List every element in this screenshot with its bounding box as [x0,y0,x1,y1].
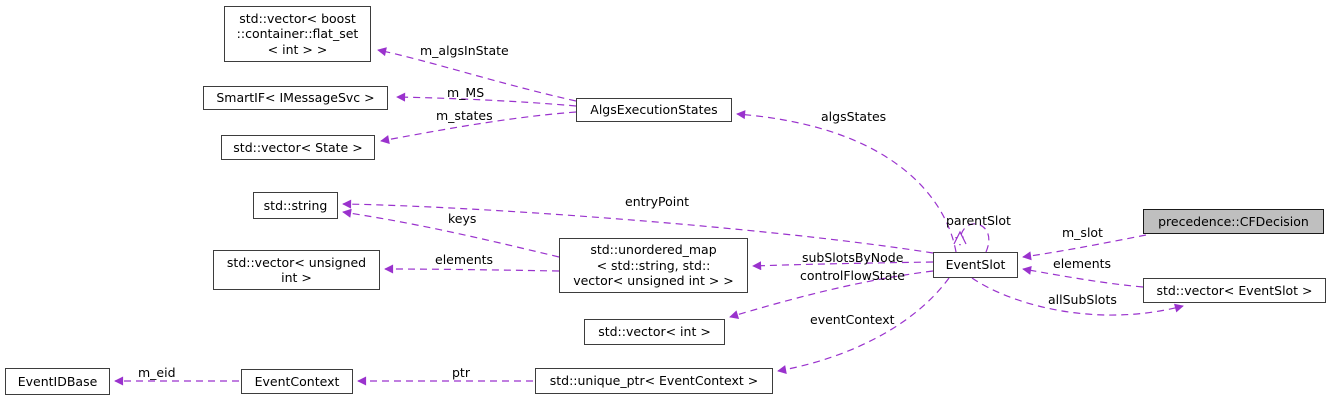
node-std-unique-ptr-event-context[interactable]: std::unique_ptr< EventContext > [535,368,773,394]
edge-m-states-line [380,111,577,144]
node-smartif-imessagesvc[interactable]: SmartIF< IMessageSvc > [203,86,388,110]
edge-parent-slot-loop [955,223,990,253]
edge-label-parent-slot: parentSlot [946,213,1011,228]
node-std-vector-int[interactable]: std::vector< int > [584,319,725,345]
edge-label-m-eid: m_eid [138,365,176,380]
edge-label-all-sub-slots: allSubSlots [1048,292,1117,307]
edge-label-sub-slots-by-node: subSlotsByNode [802,250,904,265]
edge-m-ms-line [396,92,577,107]
edge-label-keys: keys [448,211,477,226]
node-std-vector-flat-set[interactable]: std::vector< boost ::container::flat_set… [224,6,371,62]
parent-slot-open-arrowhead [953,230,967,245]
edge-label-algs-states: algsStates [821,109,887,124]
node-std-vector-event-slot[interactable]: std::vector< EventSlot > [1143,278,1326,303]
edge-label-control-flow-state: controlFlowState [800,268,905,283]
edge-label-ptr: ptr [452,365,470,380]
node-std-vector-state[interactable]: std::vector< State > [221,135,375,160]
edge-label-m-algs-in-state: m_algsInState [420,43,509,58]
edge-m-slot-line [1022,234,1147,261]
edge-sub-slots-by-node-line [752,261,934,271]
node-std-unordered-map[interactable]: std::unordered_map < std::string, std:: … [559,238,748,293]
edge-label-elements-vec: elements [1053,256,1112,271]
node-algs-execution-states[interactable]: AlgsExecutionStates [576,98,732,122]
edge-all-sub-slots-line [971,277,1184,316]
edge-label-entry-point: entryPoint [625,194,690,209]
edge-label-m-states: m_states [436,108,493,123]
edge-control-flow-state-line [729,270,934,319]
node-precedence-cfdecision: precedence::CFDecision [1143,209,1324,234]
edge-label-event-context: eventContext [810,312,895,327]
edge-entry-point-line [342,199,934,254]
node-std-string[interactable]: std::string [253,192,338,219]
edge-m-algs-in-state-line [377,47,577,102]
edge-event-context-line [777,277,950,374]
node-std-vector-unsigned-int[interactable]: std::vector< unsigned int > [213,250,380,290]
edge-label-m-ms: m_MS [447,85,485,100]
edge-label-m-slot: m_slot [1062,225,1103,240]
node-event-slot[interactable]: EventSlot [933,252,1018,278]
node-event-context[interactable]: EventContext [241,369,353,394]
edge-elements-vec-line [1022,265,1144,288]
edge-label-elements-map: elements [435,252,494,267]
edge-keys-line [342,208,560,258]
node-event-id-base[interactable]: EventIDBase [5,368,110,395]
edge-algs-states-line [736,110,957,253]
edge-elements-map-line [384,264,560,274]
